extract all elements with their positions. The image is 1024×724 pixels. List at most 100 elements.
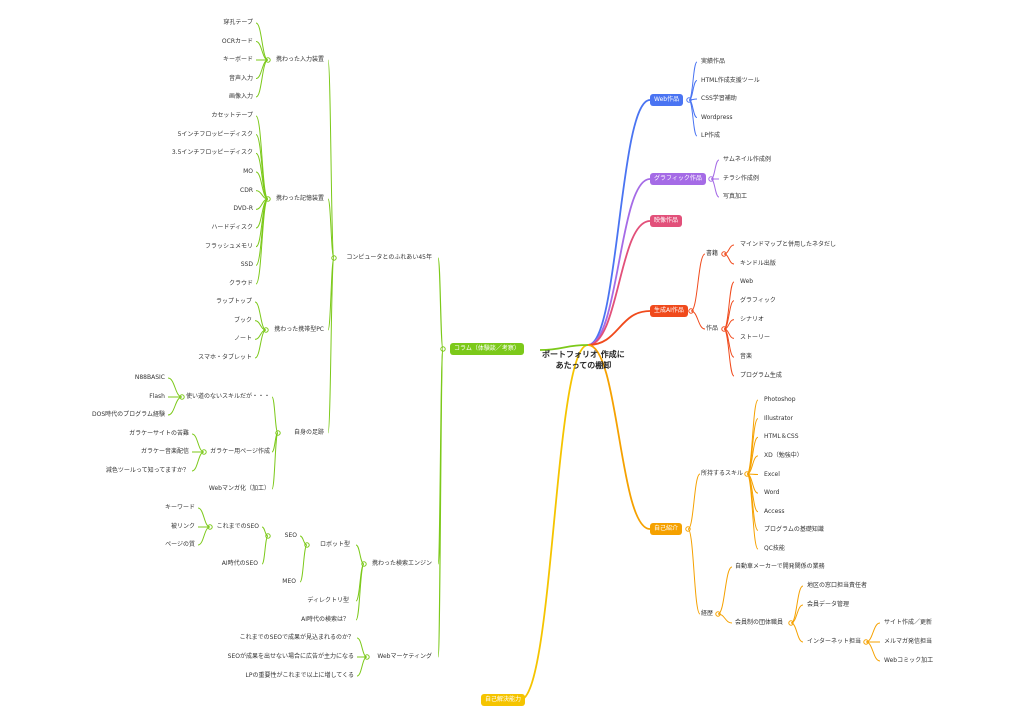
node-seo[interactable]: SEO: [284, 532, 297, 539]
ai-era-seo[interactable]: AI時代のSEO: [221, 560, 258, 567]
ai-creations-item[interactable]: グラフィック: [740, 296, 776, 304]
ai-creations-item[interactable]: 音楽: [740, 353, 753, 361]
ai-creations-item[interactable]: シナリオ: [740, 315, 765, 323]
web-works-item[interactable]: CSS学習補助: [701, 95, 737, 102]
node-my-history[interactable]: 自身の足跡: [293, 429, 324, 436]
web-works-item[interactable]: Wordpress: [701, 113, 733, 121]
node-self-solving[interactable]: 自己解決能力: [481, 694, 526, 706]
skill-item[interactable]: HTML＆CSS: [764, 433, 799, 441]
node-graphic-works[interactable]: グラフィック作品: [650, 173, 706, 185]
skill-item[interactable]: XD（勉強中）: [764, 451, 803, 459]
storage-device-item[interactable]: ハードディスク: [211, 224, 253, 231]
skill-item[interactable]: Access: [764, 507, 785, 515]
node-web-marketing[interactable]: Webマーケティング: [377, 653, 432, 660]
input-device-item[interactable]: OCRカード: [221, 37, 253, 45]
web-manga-item[interactable]: Webマンガ化（加工）: [208, 485, 270, 492]
storage-device-item[interactable]: 3.5インチフロッピーディスク: [171, 149, 253, 157]
legacy-skill-item[interactable]: Flash: [149, 393, 165, 400]
past-seo-item[interactable]: キーワード: [164, 504, 195, 511]
legacy-skill-item[interactable]: N88BASIC: [134, 374, 165, 381]
connector: [254, 329, 267, 359]
input-device-item[interactable]: 穿孔テープ: [223, 19, 253, 26]
marketing-item[interactable]: LPの重要性がこれまで以上に増してくる: [245, 672, 354, 679]
node-robot-type[interactable]: ロボット型: [319, 541, 350, 548]
storage-device-item[interactable]: DVD-R: [233, 205, 253, 213]
ai-creations-item[interactable]: ストーリー: [740, 334, 771, 342]
node-input-devices[interactable]: 携わった入力装置: [275, 56, 324, 63]
web-works-item[interactable]: 実績作品: [701, 58, 726, 65]
node-column[interactable]: コラム（体験談／考察）: [450, 343, 524, 355]
node-computer-45[interactable]: コンピュータとのふれあい45年: [346, 254, 432, 261]
skill-item[interactable]: Word: [764, 489, 780, 497]
marketing-item[interactable]: これまでのSEOで成果が見込まれるのか？: [239, 634, 354, 641]
input-device-item[interactable]: 画像入力: [228, 93, 253, 100]
node-search-engines[interactable]: 携わった検索エンジン: [371, 560, 432, 567]
input-device-item[interactable]: キーボード: [222, 56, 253, 63]
ai-books-item[interactable]: キンドル出版: [740, 260, 776, 267]
skill-item[interactable]: Excel: [764, 470, 780, 478]
internet-task[interactable]: Webコミック加工: [884, 657, 934, 664]
internet-task[interactable]: メルマガ発信担当: [884, 638, 933, 645]
web-works-item[interactable]: HTML作成支援ツール: [701, 76, 760, 84]
skill-item[interactable]: プログラムの基礎知識: [764, 526, 824, 534]
connector: [746, 473, 759, 550]
internet-role[interactable]: インターネット担当: [807, 638, 862, 645]
portable-pc-item[interactable]: スマホ・タブレット: [198, 354, 252, 361]
node-ai-creations[interactable]: 作品: [706, 325, 719, 332]
association-role[interactable]: 地区の窓口担当責任者: [807, 582, 868, 589]
node-ai-works[interactable]: 生成AI作品: [650, 305, 688, 317]
web-works-item[interactable]: LP作成: [701, 132, 720, 139]
portable-pc-item[interactable]: ノート: [233, 335, 252, 343]
node-video-works[interactable]: 映像作品: [650, 215, 683, 227]
connector: [255, 134, 269, 200]
connector: [327, 257, 335, 331]
storage-device-item[interactable]: フラッシュメモリ: [204, 242, 253, 250]
node-storage-devices[interactable]: 携わった記憶装置: [275, 195, 324, 202]
storage-device-item[interactable]: MO: [243, 168, 253, 175]
portable-pc-item[interactable]: ブック: [233, 316, 252, 324]
skill-item[interactable]: Photoshop: [764, 396, 796, 403]
node-career[interactable]: 経歴: [701, 610, 714, 617]
storage-device-item[interactable]: 5インチフロッピーディスク: [177, 130, 253, 138]
ai-era-search[interactable]: AI時代の検索は？: [301, 616, 349, 623]
feature-phone-item[interactable]: ガラケー音楽配信: [140, 448, 189, 455]
graphic-works-item[interactable]: サムネイル作成例: [723, 156, 771, 163]
portable-pc-item[interactable]: ラップトップ: [215, 298, 252, 305]
connector: [271, 432, 279, 490]
past-seo-item[interactable]: ページの質: [165, 541, 195, 548]
node-web-works[interactable]: Web作品: [650, 94, 684, 106]
node-self-intro[interactable]: 自己紹介: [650, 523, 683, 535]
graphic-works-item[interactable]: チラシ作成例: [723, 175, 759, 182]
node-feature-phone[interactable]: ガラケー用ページ作成: [210, 448, 270, 455]
node-useless-skills[interactable]: 使い道のないスキルだが・・・: [185, 393, 270, 400]
connector: [255, 59, 269, 98]
ai-books-item[interactable]: マインドマップと併用したネタだし: [740, 241, 837, 248]
storage-device-item[interactable]: CDR: [240, 186, 253, 194]
skill-item[interactable]: QC技能: [764, 545, 785, 552]
meo-item[interactable]: MEO: [282, 578, 296, 585]
node-skills[interactable]: 所持するスキル: [701, 470, 744, 477]
feature-phone-item[interactable]: 減色ツールって知ってますか？: [105, 467, 189, 474]
storage-device-item[interactable]: カセットテープ: [211, 112, 253, 119]
marketing-item[interactable]: SEOが成果を出せない場合に広告が主力になる: [227, 653, 354, 660]
storage-device-item[interactable]: SSD: [240, 261, 253, 269]
input-device-item[interactable]: 音声入力: [228, 74, 253, 82]
node-portable-pc[interactable]: 携わった携帯型PC: [274, 326, 324, 333]
node-past-seo[interactable]: これまでのSEO: [216, 523, 259, 530]
storage-device-item[interactable]: クラウド: [228, 280, 253, 287]
legacy-skill-item[interactable]: DOS時代のプログラム経験: [92, 411, 165, 418]
feature-phone-item[interactable]: ガラケーサイトの苦難: [129, 430, 189, 437]
central-topic[interactable]: ポートフォリオ 作成に あたっての棚卸: [542, 349, 625, 371]
ai-creations-item[interactable]: Web: [740, 278, 754, 285]
skill-item[interactable]: Illustrator: [764, 414, 794, 422]
node-ai-books[interactable]: 書籍: [706, 250, 719, 257]
career-automaker[interactable]: 自動車メーカーで開発関係の業務: [735, 563, 825, 570]
ai-creations-item[interactable]: プログラム生成: [740, 372, 782, 379]
directory-type[interactable]: ディレクトリ型: [307, 597, 349, 604]
graphic-works-item[interactable]: 写真加工: [723, 193, 748, 200]
association-role[interactable]: 会員データ管理: [807, 601, 850, 608]
career-association[interactable]: 会員制の団体職員: [735, 619, 784, 626]
internet-task[interactable]: サイト作成／更新: [884, 619, 933, 626]
past-seo-item[interactable]: 被リンク: [170, 523, 195, 530]
connector: [587, 344, 651, 530]
